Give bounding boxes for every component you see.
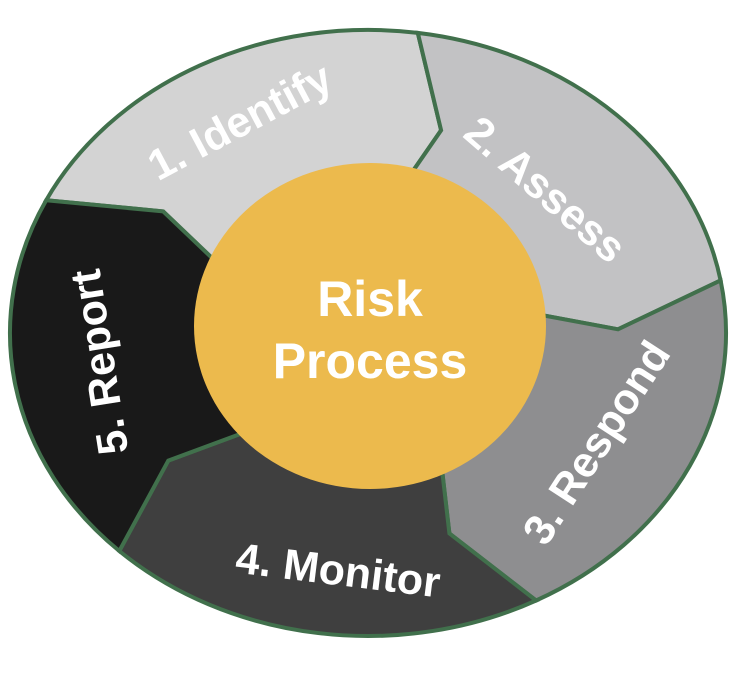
- hub-title-line2: Process: [273, 333, 468, 389]
- hub-title-line1: Risk: [317, 271, 423, 327]
- center-hub: [194, 163, 546, 489]
